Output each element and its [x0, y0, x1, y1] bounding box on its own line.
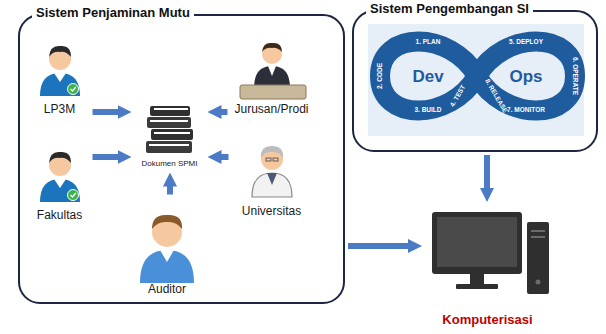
stage-word: Dev [412, 68, 443, 85]
professor-icon [252, 146, 292, 197]
flow-arrow [348, 243, 412, 249]
computer-node: Komputerisasi [425, 205, 550, 329]
actor-node: Fakultas [30, 146, 90, 224]
books-icon [146, 106, 193, 153]
stage-label: 7. MONITOR [507, 107, 545, 114]
group-title: Sistem Pengembangan SI [366, 2, 533, 17]
node-label: LP3M [44, 103, 75, 117]
node-label: Auditor [148, 283, 186, 297]
flow-arrow [218, 109, 228, 115]
group-box: Sistem Pengembangan SI [352, 10, 598, 152]
stage-label: 8. RELEASE [484, 78, 509, 114]
group-title: Sistem Penjaminan Mutu [32, 6, 194, 21]
person-icon [140, 215, 194, 283]
stage-label: 4. TEST [449, 84, 467, 108]
node-label: Universitas [242, 205, 301, 219]
stage-label: 5. DEPLOY [509, 39, 543, 46]
devops-loop [368, 24, 584, 136]
stage-label: 3. BUILD [414, 107, 441, 114]
person-icon [40, 46, 80, 96]
flow-arrow [93, 154, 122, 160]
actor-node: LP3M [30, 40, 90, 118]
stage-label: 1. PLAN [416, 39, 441, 46]
node-label: Komputerisasi [442, 313, 532, 328]
flow-arrow [93, 109, 122, 115]
flow-arrow [167, 183, 173, 195]
node-label: Fakultas [37, 209, 82, 223]
document-node: Dokumen SPMI [135, 100, 205, 170]
stage-word: Ops [509, 68, 542, 85]
computer-icon [432, 212, 549, 294]
stage-label: 6. OPERATE [572, 57, 579, 95]
person-at-desk-icon [240, 43, 306, 99]
actor-node: Universitas [232, 138, 312, 220]
node-label: Jurusan/Prodi [234, 103, 308, 117]
actor-node: Auditor [125, 198, 210, 298]
person-icon [40, 152, 80, 202]
stage-label: 2. CODE [377, 63, 384, 89]
node-label: Dokumen SPMI [141, 159, 197, 168]
actor-node: Jurusan/Prodi [230, 38, 312, 118]
flow-arrow [218, 154, 229, 160]
group-box: LP3M Fakultas Dokumen SPMI Jurusan/ProdiUni… [18, 14, 345, 304]
flow-arrow [484, 155, 490, 192]
